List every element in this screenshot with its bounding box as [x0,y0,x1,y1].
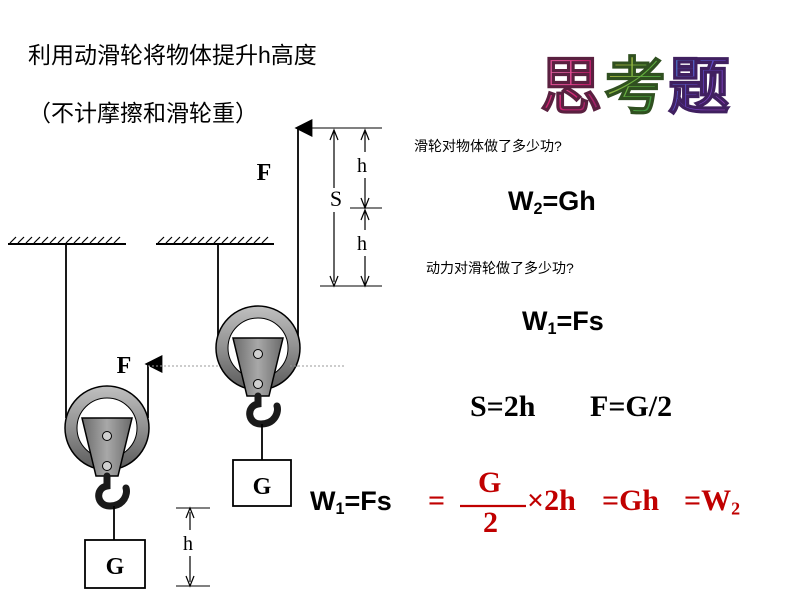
dimension-h-upper: h [357,128,370,210]
hook-right [246,392,281,428]
thinking-badge: 思 考 题 [539,49,730,123]
formula-f-g-half: F=G/2 [590,390,673,423]
force-label-left: F [117,353,132,379]
question-work-on-pulley: 动力对滑轮做了多少功? [426,260,574,276]
formula-equals-gh: =Gh [602,484,660,517]
formula-equals-w2: =W2 [684,484,741,519]
ceiling-left [8,236,126,245]
title-line-1: 利用动滑轮将物体提升h高度 [28,42,317,68]
dimension-s: S [329,128,342,288]
formula-w1: W1=Fs [522,306,604,339]
fraction-denominator: 2 [483,506,498,539]
title-line-2: （不计摩擦和滑轮重） [28,100,258,126]
ceiling-right [156,236,274,245]
weight-box-right [232,459,292,507]
dimension-h-weight: h [176,506,210,588]
formula-s-2h: S=2h [470,390,536,423]
pulley-block-right [232,337,284,397]
question-work-on-object: 滑轮对物体做了多少功? [414,138,562,154]
pulley-block-left [81,417,133,477]
badge-char-3: 题 [668,50,730,123]
force-label-right: F [257,160,272,186]
pulley-system-left: G F [64,244,300,589]
weight-box-left [84,539,146,589]
formula-times-2h: ×2h [527,484,576,517]
formula-bottom-w1: W1=Fs [310,486,392,519]
dim-h-upper-label: h [357,155,367,177]
weight-label-right: G [253,474,272,500]
formula-equals-1: = [428,484,446,517]
badge-char-2: 考 [604,50,666,123]
fraction-numerator: G [478,466,502,499]
dimension-h-lower: h [357,208,370,288]
dim-h-lower-label: h [357,233,367,255]
pulley-system-right: G F [215,119,313,507]
dim-s-label: S [330,186,342,211]
dim-h-weight-label: h [183,533,193,555]
weight-label-left: G [106,554,125,580]
badge-char-1: 思 [540,50,602,123]
hook-left [95,472,130,510]
formula-w2: W2=Gh [508,186,596,219]
